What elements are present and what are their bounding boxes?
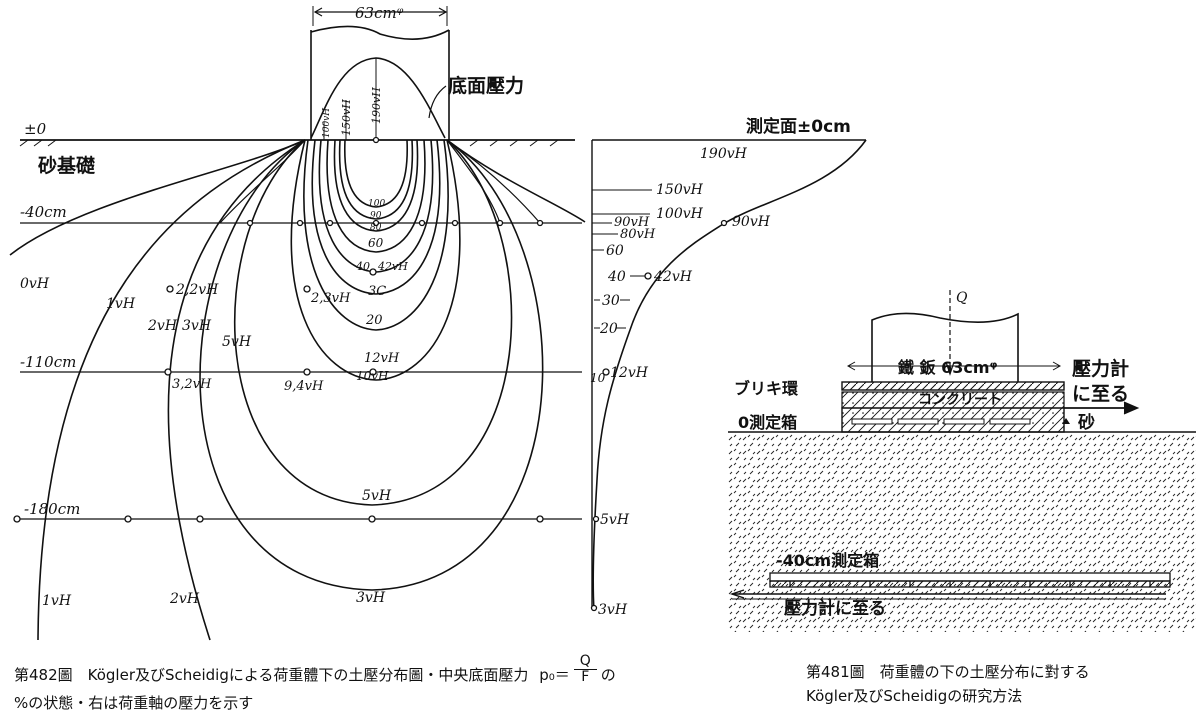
load-label: Q [956, 290, 968, 306]
isobar-30 [311, 139, 441, 295]
plot-label-150vH: 150vH [656, 182, 704, 198]
caption-p0: p₀＝ [539, 666, 570, 684]
base-label-190: 190vH [370, 87, 383, 124]
plot-tick-10: 10 [590, 371, 606, 385]
plot-title: 測定面±0cm [746, 116, 851, 137]
plot-tick-40: 40 [607, 269, 626, 285]
isobar-2 [167, 139, 306, 641]
center-value-20: 20 [365, 313, 383, 328]
axis-plot-labels: 測定面±0cm 190vH 150vH 100vH 90vH 80vH 90vH… [590, 116, 851, 618]
isobar-0-right [446, 139, 586, 223]
curve-label-2-2vH: 2,2vH [175, 282, 219, 298]
center-value-5vH: 5vH [362, 488, 392, 504]
center-value-40: 40 [355, 260, 370, 273]
load-cylinder [310, 25, 450, 140]
isobar-0-left [9, 139, 306, 256]
curve-label-1vH: 1vH [106, 296, 136, 312]
center-value-3vH: 3vH [356, 590, 386, 606]
plate-label: 鐵 鈑 63cmᵠ [898, 358, 998, 377]
curve-label-1vH-bottom: 1vH [42, 593, 72, 609]
caption-482-line-1: 第482圖 Kögler及びScheidigによる荷重體下の土壓分布圖・中央底面… [14, 654, 784, 691]
center-value-10vH: 10vH [356, 369, 389, 383]
center-value-80: 80 [370, 223, 382, 233]
center-value-30: 3C [368, 284, 386, 299]
caption-481-line-2: Kögler及びScheidigの研究方法 [806, 687, 1023, 705]
isobar-80 [333, 139, 419, 232]
stress-distribution-diagram [9, 6, 586, 641]
box-bottom-label: -40cm測定箱 [776, 551, 879, 570]
sand-label: 砂 [1078, 412, 1095, 433]
fraction-denominator: F [581, 669, 590, 685]
apparatus-labels: Q 鐵 鈑 63cmᵠ 壓力計 に至る ブリキ環 コンクリート 0測定箱 砂 -… [734, 290, 1129, 619]
figure-canvas: 63cmᵠ 底面壓力 100vH 150vH 190vH ±0 砂基礎 -40c… [9, 4, 1196, 641]
isobar-1 [37, 139, 306, 641]
plot-tick-20: 20 [599, 321, 618, 337]
center-value-60: 60 [368, 236, 384, 250]
caption-481-line-1: 第481圖 荷重體の下の土壓分布に對する [806, 663, 1090, 681]
gauge-label-top-1: 壓力計 [1072, 357, 1129, 380]
center-value-100: 100 [368, 199, 385, 209]
caption-482-line-2: %の状態・右は荷重軸の壓力を示す [14, 694, 254, 712]
curve-label-2vH-bottom: 2vH [169, 591, 200, 607]
curve-label-2vH: 2vH [147, 318, 178, 334]
concrete-label: コンクリート [918, 392, 1002, 408]
apparatus-diagram [728, 290, 1196, 632]
plot-label-80vH: 80vH [620, 227, 656, 242]
isobar-60 [326, 139, 426, 253]
pressure-title: 底面壓力 [448, 74, 524, 97]
steel-plate [841, 381, 1065, 391]
depth-label-110: -110cm [20, 353, 76, 371]
axis-pressure-plot [590, 139, 867, 612]
curve-label-2-3vH: 2,3vH [310, 291, 351, 306]
plot-label-42vH: 42vH [653, 269, 693, 285]
depth-label-180: -180cm [24, 500, 80, 518]
isobar-90 [338, 139, 414, 220]
box-top-label: 0測定箱 [738, 413, 797, 432]
center-value-42vH: 42vH [377, 260, 408, 273]
left-diagram-labels: 63cmᵠ 底面壓力 100vH 150vH 190vH ±0 砂基礎 -40c… [20, 4, 524, 609]
isobar-5 [234, 139, 513, 506]
base-label-150: 150vH [340, 99, 353, 136]
plot-label-190vH: 190vH [700, 146, 748, 162]
isobar-20 [303, 139, 449, 331]
plot-label-90vH-right: 90vH [732, 214, 771, 230]
gauge-label-bottom: 壓力計に至る [784, 598, 886, 619]
plot-tick-60: 60 [606, 243, 624, 259]
plot-label-90vH: 90vH [614, 215, 650, 230]
foundation-label: 砂基礎 [38, 154, 95, 177]
isobar-100 [344, 139, 408, 208]
plot-label-12vH: 12vH [610, 365, 649, 381]
curve-label-3vH: 3vH [182, 318, 212, 334]
measuring-box-bottom [769, 572, 1171, 588]
ring-label: ブリキ環 [734, 379, 799, 398]
gauge-label-top-2: に至る [1072, 383, 1129, 405]
center-value-12vH: 12vH [364, 351, 400, 366]
isobar-3 [199, 139, 544, 591]
center-value-90: 90 [370, 211, 382, 221]
caption-figure-482: 第482圖 Kögler及びScheidigによる荷重體下の土壓分布圖・中央底面… [14, 654, 784, 715]
width-label: 63cmᵠ [355, 4, 404, 22]
plot-label-100vH: 100vH [656, 206, 704, 222]
curve-label-5vH: 5vH [222, 334, 252, 350]
fraction-numerator: Q [573, 654, 597, 670]
plot-label-3vH: 3vH [598, 602, 628, 618]
measurement-points [13, 136, 544, 523]
caption-482-text: 第482圖 Kögler及びScheidigによる荷重體下の土壓分布圖・中央底面… [14, 666, 529, 684]
curve-label-3-2vH: 3,2vH [172, 377, 212, 392]
curve-label-9-4vH: 9,4vH [284, 379, 324, 394]
ground-level-label: ±0 [24, 120, 47, 138]
isobar-10 [290, 139, 461, 381]
curve-label-0vH: 0vH [20, 276, 50, 292]
caption-figure-481: 第481圖 荷重體の下の土壓分布に對する Kögler及びScheidigの研究… [806, 660, 1196, 708]
plot-label-5vH: 5vH [600, 512, 630, 528]
base-label-100: 100vH [322, 108, 332, 138]
caption-suffix: の [600, 666, 616, 684]
depth-label-40: -40cm [20, 203, 67, 221]
plot-tick-30: 30 [602, 293, 620, 309]
